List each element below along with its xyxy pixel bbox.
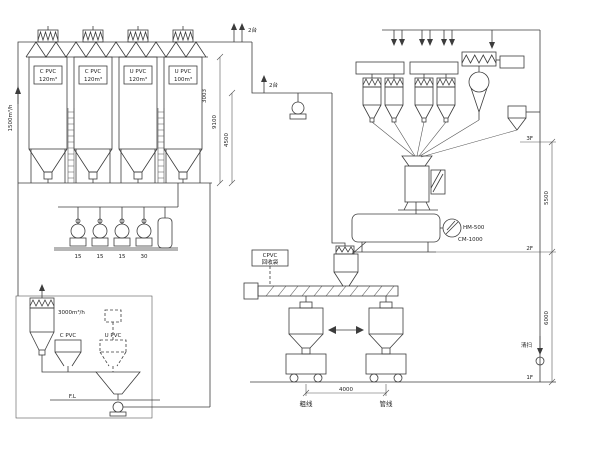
additive-feeder xyxy=(507,105,540,131)
line-label-right: 管线 xyxy=(380,399,394,408)
floor-level-label: F.L xyxy=(69,394,77,400)
mixer-block: HM-500 CM-1000 xyxy=(351,155,485,255)
dust-filter xyxy=(29,290,96,373)
top-fan-arrows xyxy=(231,23,245,42)
up-arrow-icon xyxy=(39,284,45,291)
blower-3-rating: 15 xyxy=(119,254,126,260)
recycle-bag-label-1: CPVC xyxy=(263,253,278,259)
batch-converge-lines xyxy=(371,119,518,158)
silo-4-capacity: 100m³ xyxy=(174,76,192,83)
floor-2-label: 2F xyxy=(526,246,533,252)
top-units-label: 2台 xyxy=(248,26,257,34)
blower-4-rating: 30 xyxy=(141,254,148,260)
silo-elevation-label: 3003 xyxy=(202,89,208,103)
floor-3-label: 3F xyxy=(526,136,533,142)
silo-3: U PVC 120m³ xyxy=(118,26,158,183)
silo-3-name: U PVC xyxy=(130,69,147,75)
airflow-3000-label: 3000m³/h xyxy=(58,309,85,316)
packing-bin-2 xyxy=(365,301,407,383)
cyclone-receiver xyxy=(461,51,525,120)
upvc-feed-hopper xyxy=(99,309,127,372)
up-arrow-icon xyxy=(15,86,21,94)
cooling-mixer-label: CM-1000 xyxy=(458,237,483,243)
bag-dump-stations xyxy=(355,61,459,78)
dim-6000: 6000 xyxy=(544,311,550,325)
collecting-cone xyxy=(95,371,141,400)
hot-mixer xyxy=(398,155,446,214)
dim-9100: 9100 xyxy=(212,115,218,129)
daybin-block xyxy=(355,29,540,158)
feed-arrows xyxy=(391,30,495,49)
cleaning-point: 清扫 xyxy=(521,336,545,366)
hot-mixer-label: HM-500 xyxy=(463,225,485,231)
airflow-1500-label: 1500m³/h xyxy=(7,104,14,131)
screw-conveyor xyxy=(243,282,399,302)
dim-4000-group: 4000 xyxy=(302,384,390,397)
cooling-mixer xyxy=(351,213,462,255)
silo-4-name: U PVC xyxy=(175,69,192,75)
cpvc-feed-hopper xyxy=(54,339,82,372)
dim-4000: 4000 xyxy=(339,387,353,393)
inline-blower xyxy=(289,93,307,120)
silo-2-name: C PVC xyxy=(85,69,102,75)
packing-block: 4000 粗线 管线 xyxy=(250,301,556,408)
transfer-pump xyxy=(109,401,210,417)
recycle-bag-label-2: 回收袋 xyxy=(262,258,279,266)
packing-bin-1 xyxy=(285,301,327,383)
silo-1: C PVC 120m³ xyxy=(28,26,68,183)
silo-dimensions: 9100 4500 xyxy=(212,53,236,187)
cleaning-label: 清扫 xyxy=(521,341,532,349)
recycle-cyclone xyxy=(333,245,359,287)
day-bins xyxy=(362,77,456,123)
building-grid-right: 5500 6000 3F 2F 1F 清扫 xyxy=(436,30,556,386)
right-dimension-chain xyxy=(548,138,556,386)
silo-4: U PVC 100m³ xyxy=(163,26,203,183)
silo-roof-truss xyxy=(25,41,208,58)
silo-3-capacity: 120m³ xyxy=(129,76,147,83)
floor-1-label: 1F xyxy=(526,375,533,381)
blower-1-rating: 15 xyxy=(75,254,82,260)
blower-station: 15 15 15 30 xyxy=(54,183,179,260)
cpvc-hopper-label: C PVC xyxy=(60,333,77,339)
dim-5500: 5500 xyxy=(544,191,550,205)
line-label-left: 粗线 xyxy=(300,399,314,408)
silo-1-name: C PVC xyxy=(40,69,57,75)
room-boundary xyxy=(15,295,153,419)
lower-left-group: 3000m³/h C PVC U PVC F.L xyxy=(15,284,210,419)
transfer-line-fittings xyxy=(261,75,307,120)
mid-units-label: 2台 xyxy=(269,81,278,89)
silo-block: C PVC 120m³ C PVC 120m³ xyxy=(25,26,208,183)
blower-2-rating: 15 xyxy=(97,254,104,260)
silo-2-capacity: 120m³ xyxy=(84,76,102,83)
recycle-and-conveyor: CPVC 回收袋 xyxy=(243,245,399,302)
upvc-hopper-label: U PVC xyxy=(105,333,122,339)
dim-4500: 4500 xyxy=(224,133,230,147)
recycle-bag-station: CPVC 回收袋 xyxy=(251,249,289,286)
silo-ladder-2 xyxy=(157,108,165,183)
silo-2: C PVC 120m³ xyxy=(73,26,113,183)
silo-ladder-1 xyxy=(67,108,75,183)
silo-1-capacity: 120m³ xyxy=(39,76,57,83)
shuttle-arrow xyxy=(328,326,364,334)
